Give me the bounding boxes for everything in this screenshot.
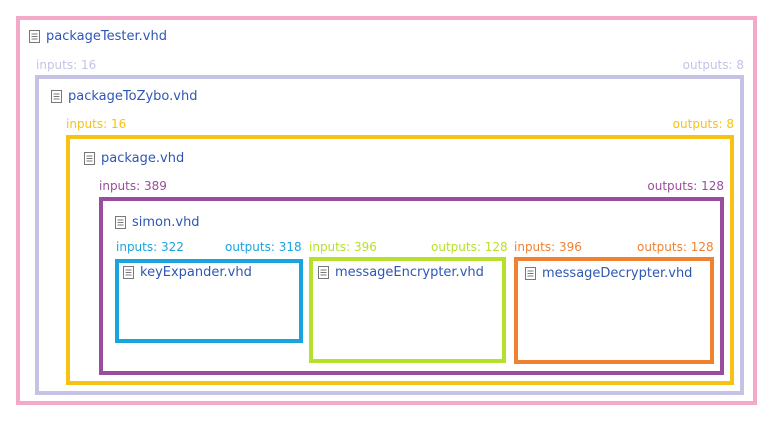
document-icon: [115, 216, 126, 229]
outputs-label-keyExpander: outputs: 318: [225, 240, 302, 254]
module-title-messageDecrypter[interactable]: messageDecrypter.vhd: [525, 266, 692, 281]
module-box-keyExpander[interactable]: [115, 259, 303, 343]
document-icon: [318, 266, 329, 279]
inputs-label-messageEncrypter: inputs: 396: [309, 240, 377, 254]
module-title-package[interactable]: package.vhd: [84, 151, 184, 166]
module-name: packageToZybo.vhd: [68, 89, 198, 104]
document-icon: [29, 30, 40, 43]
module-name: package.vhd: [101, 151, 185, 166]
document-icon: [84, 152, 95, 165]
module-title-packageTester[interactable]: packageTester.vhd: [29, 29, 167, 44]
module-title-simon[interactable]: simon.vhd: [115, 215, 200, 230]
module-name: keyExpander.vhd: [140, 265, 252, 280]
module-box-messageDecrypter[interactable]: [514, 257, 714, 364]
document-icon: [51, 90, 62, 103]
inputs-label-packageToZybo: inputs: 16: [36, 58, 97, 72]
outputs-label-messageDecrypter: outputs: 128: [637, 240, 714, 254]
inputs-label-keyExpander: inputs: 322: [116, 240, 184, 254]
document-icon: [525, 267, 536, 280]
outputs-label-simon: outputs: 128: [647, 179, 724, 193]
module-title-messageEncrypter[interactable]: messageEncrypter.vhd: [318, 265, 484, 280]
module-name: packageTester.vhd: [46, 29, 167, 44]
module-title-packageToZybo[interactable]: packageToZybo.vhd: [51, 89, 197, 104]
outputs-label-messageEncrypter: outputs: 128: [431, 240, 508, 254]
outputs-label-package: outputs: 8: [672, 117, 734, 131]
document-icon: [123, 266, 134, 279]
inputs-label-messageDecrypter: inputs: 396: [514, 240, 582, 254]
module-box-messageEncrypter[interactable]: [309, 257, 506, 363]
outputs-label-packageToZybo: outputs: 8: [682, 58, 744, 72]
module-name: messageEncrypter.vhd: [335, 265, 484, 280]
inputs-label-simon: inputs: 389: [99, 179, 167, 193]
module-title-keyExpander[interactable]: keyExpander.vhd: [123, 265, 252, 280]
module-name: simon.vhd: [132, 215, 200, 230]
inputs-label-package: inputs: 16: [66, 117, 127, 131]
module-name: messageDecrypter.vhd: [542, 266, 693, 281]
